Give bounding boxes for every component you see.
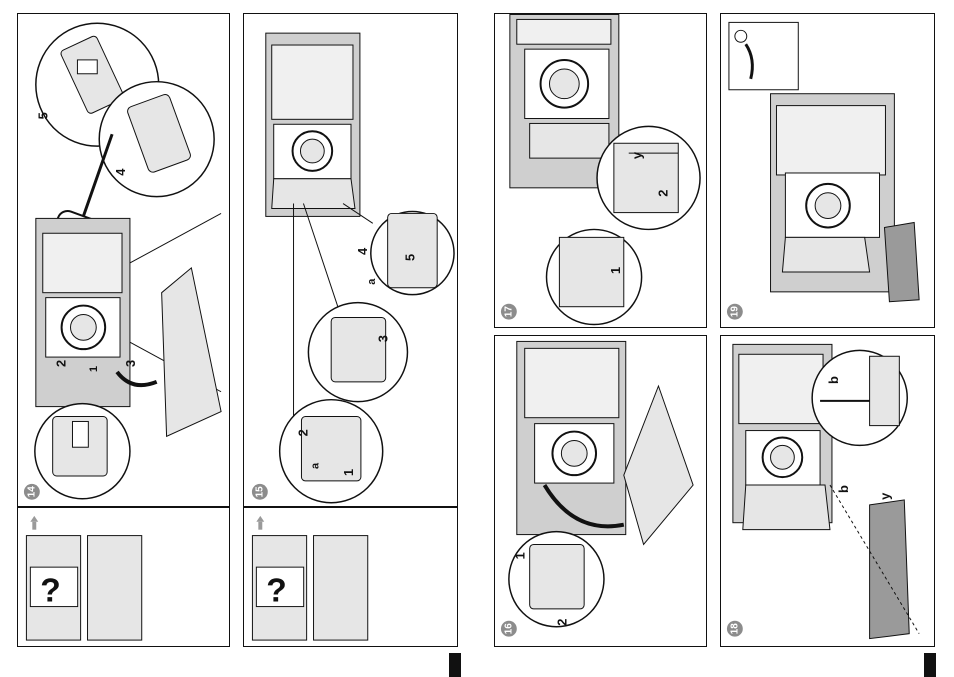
label-1: 1 — [88, 366, 100, 372]
panel-step-16: 1 2 16 — [494, 335, 707, 647]
step-18-illustration: b b y 18 — [721, 336, 934, 646]
side-panel-15-illustration: ? — [244, 508, 457, 646]
page-edge-mark-left — [449, 653, 461, 677]
arrow-up-icon — [256, 516, 264, 522]
panel-step-15: 4 5 a 3 2 a 1 15 — [243, 13, 458, 507]
label-y: y — [630, 151, 645, 159]
step-15-illustration: 4 5 a 3 2 a 1 15 — [244, 14, 457, 506]
label-1: 1 — [513, 552, 528, 559]
label-2: 2 — [655, 190, 670, 197]
step-19-illustration: 19 — [721, 14, 934, 327]
label-2: 2 — [295, 429, 310, 436]
step-number-16: 16 — [503, 623, 514, 635]
step-16-illustration: 1 2 16 — [495, 336, 706, 646]
label-3: 3 — [376, 335, 391, 342]
panel-step-18: b b y 18 — [720, 335, 935, 647]
label-a-lower: a — [309, 462, 321, 469]
label-5: 5 — [402, 254, 417, 261]
page-edge-mark-right — [924, 653, 936, 677]
step-number-18: 18 — [729, 623, 740, 635]
arrow-up-icon — [30, 516, 38, 522]
step-number-15: 15 — [254, 486, 265, 498]
side-panel-15: ? — [243, 507, 458, 647]
label-b: b — [826, 376, 841, 384]
side-panel-14: ? — [17, 507, 230, 647]
question-mark: ? — [266, 573, 286, 610]
side-panel-14-illustration: ? — [18, 508, 229, 646]
label-2: 2 — [54, 360, 69, 367]
label-2: 2 — [554, 619, 569, 626]
label-1: 1 — [341, 469, 356, 476]
label-4: 4 — [113, 168, 128, 176]
label-4: 4 — [355, 247, 370, 255]
label-1: 1 — [608, 267, 623, 274]
step-number-19: 19 — [729, 306, 740, 318]
label-a: a — [366, 278, 378, 285]
panel-step-17: y 2 1 17 — [494, 13, 707, 328]
step-number-14: 14 — [26, 486, 37, 498]
wall-socket-icon — [735, 30, 747, 42]
label-b-lower: b — [836, 485, 851, 493]
step-number-17: 17 — [503, 306, 514, 318]
panel-step-19: 19 — [720, 13, 935, 328]
step-14-illustration: 5 4 3 2 1 14 — [18, 14, 229, 506]
label-5: 5 — [36, 112, 51, 119]
step-17-illustration: y 2 1 17 — [495, 14, 706, 327]
panel-step-14: 5 4 3 2 1 14 — [17, 13, 230, 507]
question-mark: ? — [40, 573, 60, 610]
label-3: 3 — [123, 360, 138, 367]
label-y: y — [877, 492, 892, 500]
